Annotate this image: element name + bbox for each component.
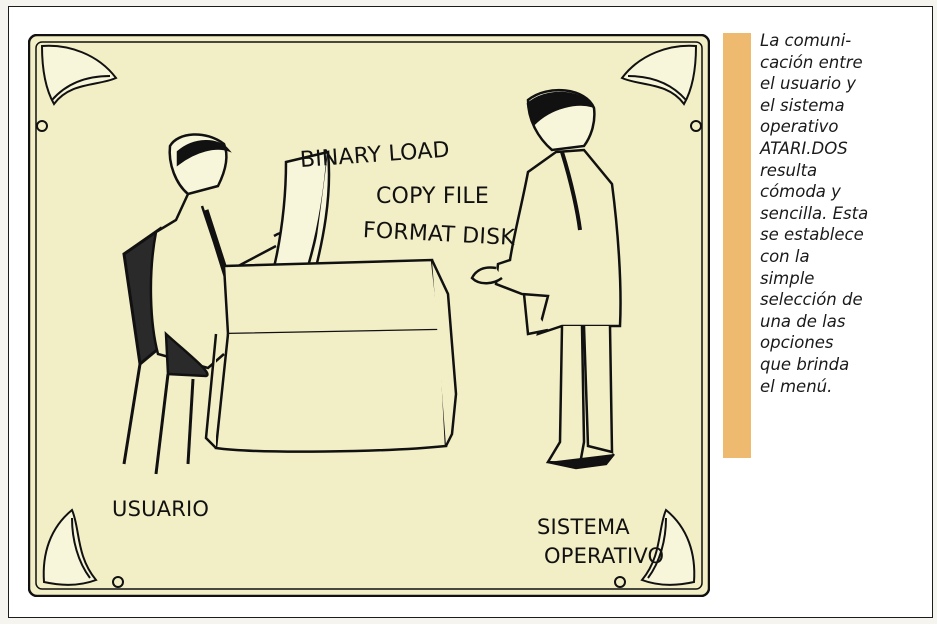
caption-line: sencilla. Esta — [760, 203, 920, 225]
caption-line: el menú. — [760, 376, 920, 398]
caption-line: operativo — [760, 116, 920, 138]
caption-line: La comuni- — [760, 30, 920, 52]
caption-line: con la — [760, 246, 920, 268]
caption-line: se establece — [760, 224, 920, 246]
caption-line: opciones — [760, 332, 920, 354]
caption-line: simple — [760, 268, 920, 290]
caption-line: que brinda — [760, 354, 920, 376]
table — [206, 260, 456, 452]
caption-line: cación entre — [760, 52, 920, 74]
illustration-frame: BINARY LOAD COPY FILE FORMAT DISK USUARI… — [28, 34, 710, 597]
caption-line: cómoda y — [760, 181, 920, 203]
user-label: USUARIO — [112, 497, 209, 521]
caption-accent-bar — [723, 33, 751, 458]
caption-line: una de las — [760, 311, 920, 333]
caption-line: el usuario y — [760, 73, 920, 95]
caption-line: selección de — [760, 289, 920, 311]
caption-line: el sistema — [760, 95, 920, 117]
menu-option-copy-file: COPY FILE — [376, 184, 489, 209]
caption-line: resulta — [760, 160, 920, 182]
figure-caption: La comuni- cación entre el usuario y el … — [760, 30, 920, 397]
caption-line: ATARI.DOS — [760, 138, 920, 160]
system-label-line-1: SISTEMA — [537, 515, 630, 539]
system-label-line-2: OPERATIVO — [544, 544, 664, 568]
